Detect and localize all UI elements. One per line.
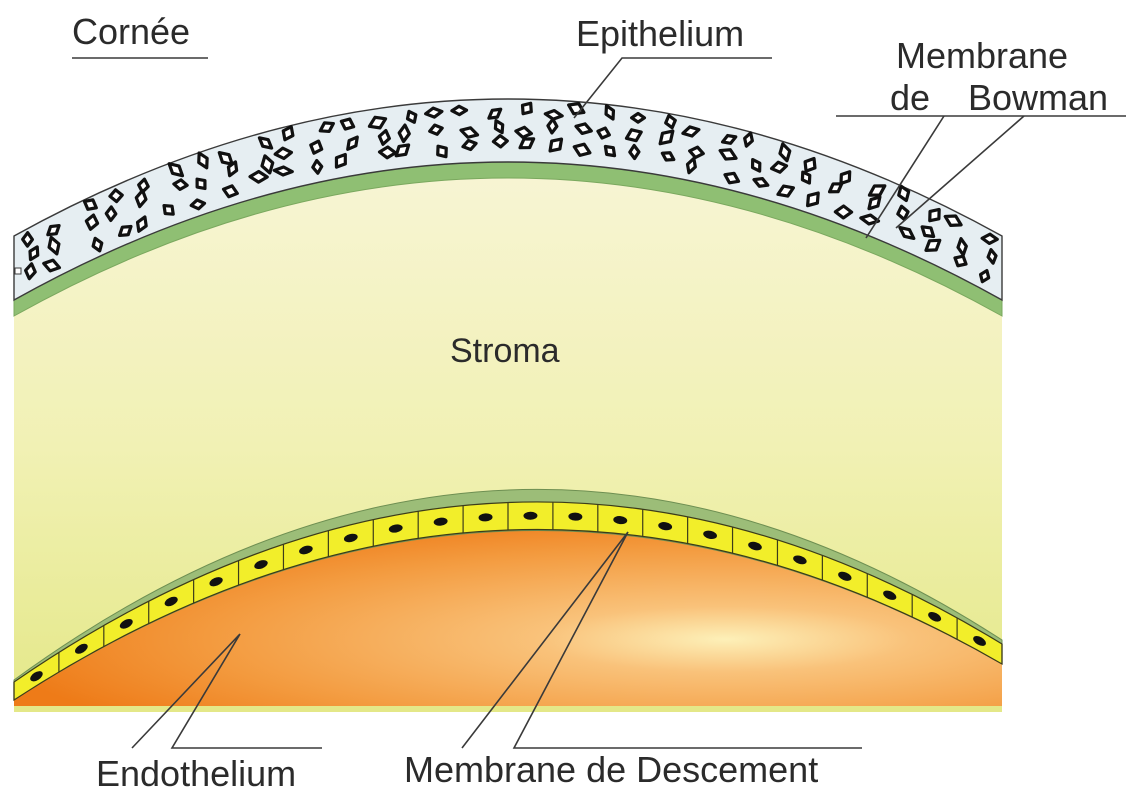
- label-bowman-name: Bowman: [968, 77, 1108, 118]
- label-cornee: Cornée: [72, 11, 190, 52]
- label-endothelium: Endothelium: [96, 753, 296, 792]
- label-epithelium: Epithelium: [576, 13, 744, 54]
- edge-marker: [15, 268, 21, 274]
- label-descemet: Membrane de Descement: [404, 749, 818, 790]
- label-bowman-line1: Membrane: [896, 35, 1068, 76]
- label-stroma: Stroma: [450, 332, 560, 370]
- epithelial-cell: [632, 113, 645, 122]
- label-bowman-de: de: [890, 77, 930, 118]
